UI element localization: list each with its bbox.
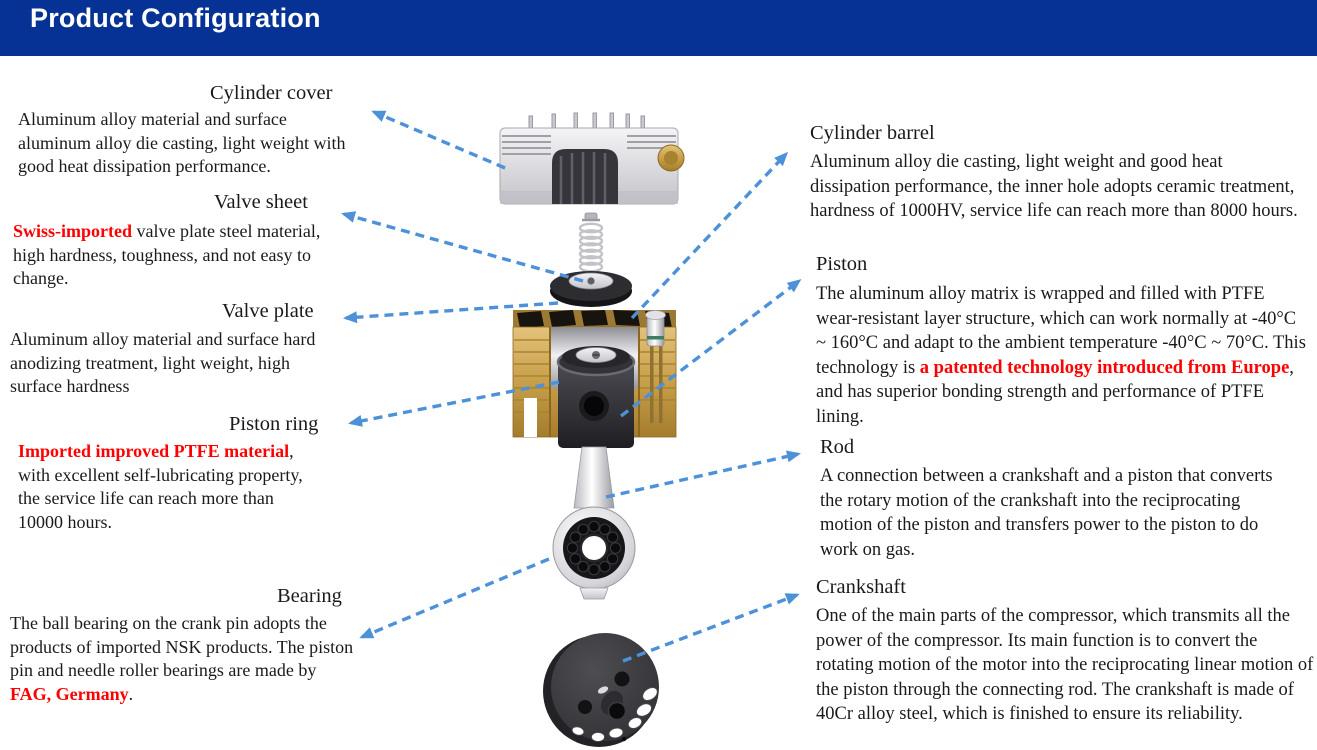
desc-text-red: Swiss-imported bbox=[13, 221, 133, 241]
rod-arrow-icon bbox=[605, 450, 801, 499]
header-bar: Product Configuration bbox=[0, 0, 1317, 56]
cylinder-cover-arrow-icon bbox=[371, 110, 506, 170]
desc-text: Aluminum alloy material and surface hard… bbox=[10, 329, 316, 396]
desc-text: One of the main parts of the compressor,… bbox=[816, 606, 1314, 725]
rod-label: Rod bbox=[820, 436, 855, 458]
desc-text-red: FAG, Germany bbox=[10, 683, 129, 704]
bearing-desc: The ball bearing on the crank pin adopts… bbox=[10, 612, 358, 706]
cylinder-cover-desc: Aluminum alloy material and surface alum… bbox=[18, 108, 360, 179]
bearing-label: Bearing bbox=[277, 585, 342, 607]
valve-sheet-desc: Swiss-imported valve plate steel materia… bbox=[13, 220, 325, 291]
spring-illustration bbox=[578, 212, 604, 273]
piston-ring-label: Piston ring bbox=[229, 413, 319, 435]
piston-arrow-icon bbox=[619, 279, 802, 418]
bearing-illustration bbox=[563, 517, 625, 579]
crankshaft-illustration bbox=[543, 633, 659, 747]
cylinder-barrel-label: Cylinder barrel bbox=[810, 122, 935, 144]
desc-text: , and has superior bonding strength and … bbox=[816, 357, 1294, 427]
rod-desc: A connection between a crankshaft and a … bbox=[820, 464, 1294, 562]
desc-text: . bbox=[128, 683, 134, 704]
piston-ring-arrow-icon bbox=[348, 380, 560, 427]
desc-text: valve plate steel material, high hardnes… bbox=[13, 221, 321, 288]
desc-text: The ball bearing on the crank pin adopts… bbox=[10, 613, 354, 680]
page-title: Product Configuration bbox=[30, 3, 321, 33]
callout-arrows bbox=[341, 110, 802, 663]
piston-desc: The aluminum alloy matrix is wrapped and… bbox=[816, 282, 1308, 430]
cylinder-barrel-desc: Aluminum alloy die casting, light weight… bbox=[810, 150, 1304, 224]
desc-text-red: a patented technology introduced from Eu… bbox=[919, 357, 1290, 378]
crankshaft-arrow-icon bbox=[622, 593, 800, 663]
desc-text: , with excellent self-lubricating proper… bbox=[18, 441, 303, 532]
valve-plate-label: Valve plate bbox=[222, 300, 314, 322]
valve-plate-desc: Aluminum alloy material and surface hard… bbox=[10, 328, 346, 399]
valve-sheet-label: Valve sheet bbox=[214, 191, 308, 213]
piston-illustration bbox=[556, 346, 636, 448]
crankshaft-label: Crankshaft bbox=[816, 576, 906, 598]
cylinder-barrel-arrow-icon bbox=[630, 151, 789, 320]
crankshaft-desc: One of the main parts of the compressor,… bbox=[816, 604, 1316, 727]
exploded-view-diagram bbox=[341, 110, 802, 747]
desc-text: Aluminum alloy die casting, light weight… bbox=[810, 152, 1298, 222]
bearing-arrow-icon bbox=[359, 557, 550, 639]
valve-sheet-illustration bbox=[550, 271, 632, 307]
cylinder-cover-illustration bbox=[499, 112, 685, 205]
desc-text-red: Imported improved PTFE material bbox=[18, 441, 290, 461]
piston-ring-desc: Imported improved PTFE material, with ex… bbox=[18, 440, 320, 534]
desc-text: The aluminum alloy matrix is wrapped and… bbox=[816, 284, 1306, 378]
cylinder-cover-label: Cylinder cover bbox=[210, 82, 333, 104]
valve-plate-arrow-icon bbox=[343, 301, 559, 324]
piston-label: Piston bbox=[816, 253, 868, 275]
rod-illustration bbox=[552, 446, 636, 600]
desc-text: A connection between a crankshaft and a … bbox=[820, 466, 1273, 560]
valve-sheet-arrow-icon bbox=[341, 211, 584, 283]
desc-text: Aluminum alloy material and surface alum… bbox=[18, 109, 346, 176]
